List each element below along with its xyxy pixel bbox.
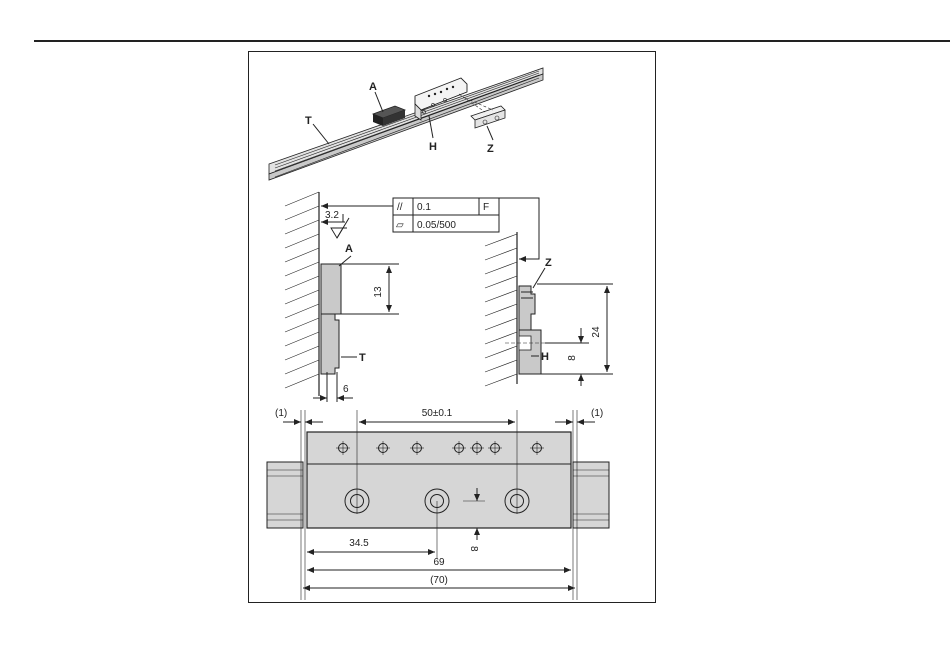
scale-stub-left: [267, 462, 303, 528]
surface-finish-symbol: 3.2: [321, 210, 349, 238]
label-t-section: T: [359, 352, 366, 364]
leader-z-perspective: [487, 126, 493, 140]
dim-clearance-right: (1): [591, 408, 603, 419]
left-section-profile: [321, 264, 341, 382]
scale-stub-right: [573, 462, 609, 528]
right-section-profile: [505, 286, 545, 374]
tolerance-frame: // 0.1 F ▱ 0.05/500: [393, 198, 499, 232]
surface-finish-value: 3.2: [325, 210, 339, 221]
dim-slot-offset: 6: [343, 384, 349, 395]
plan-view: (1) (1) 50±0.1 8 34.5 69 (70): [267, 408, 609, 600]
scanning-head-plan: [307, 432, 571, 528]
tolerance-arrow-right: [499, 198, 539, 259]
dim-overall-length: 69: [433, 557, 445, 568]
leader-a-perspective: [375, 92, 383, 112]
dim-hole-pitch: 50±0.1: [422, 408, 453, 419]
dim-scale-height: 13: [373, 286, 384, 298]
label-z-perspective: Z: [487, 143, 494, 155]
label-t-perspective: T: [305, 115, 312, 127]
label-h-perspective: H: [429, 141, 437, 153]
mounting-drawing: A T H Z: [249, 52, 657, 604]
label-a-section: A: [345, 243, 353, 255]
section-views: // 0.1 F ▱ 0.05/500 3.2 13: [285, 192, 613, 402]
left-mounting-surface: [285, 192, 319, 396]
dim-clearance-left: (1): [275, 408, 287, 419]
dim-row-offset: 8: [468, 546, 479, 552]
flatness-value: 0.05/500: [417, 220, 456, 231]
leader-z-section: [533, 268, 545, 288]
mounting-drawing-frame: A T H Z: [248, 51, 656, 603]
parallelism-value: 0.1: [417, 202, 431, 213]
dim-total-length: (70): [430, 575, 448, 586]
dim-hole-offset: 8: [567, 355, 578, 361]
parallelism-symbol: //: [397, 202, 403, 213]
right-mounting-surface: [485, 232, 517, 386]
label-z-section: Z: [545, 257, 552, 269]
perspective-view: A T H Z: [269, 68, 543, 180]
datum-letter: F: [483, 202, 489, 213]
label-h-section: H: [541, 351, 549, 363]
flatness-symbol: ▱: [396, 220, 404, 231]
page-header-rule: [34, 40, 950, 42]
dim-mount-height: 24: [591, 326, 602, 338]
leader-t-perspective: [313, 124, 329, 144]
dim-hole-center: 34.5: [349, 538, 369, 549]
label-a-perspective: A: [369, 81, 377, 93]
